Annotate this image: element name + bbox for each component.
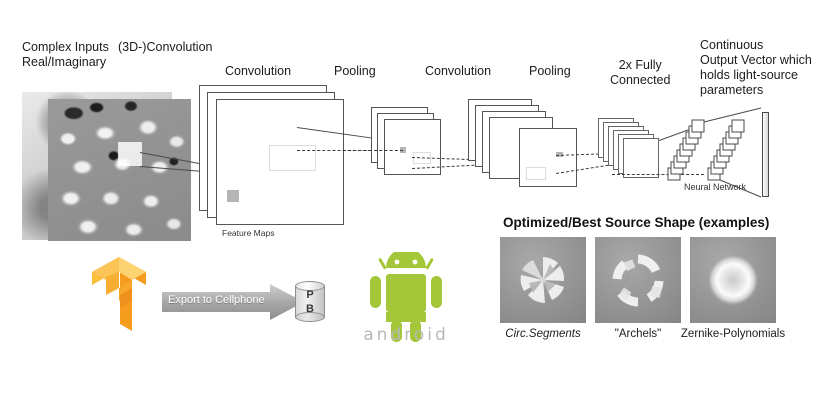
fc-column-2 (707, 119, 745, 181)
model-file-line-1: P (306, 289, 314, 301)
kernel-window (526, 167, 546, 180)
pooling-card-front (384, 119, 441, 175)
output-fan (703, 107, 762, 198)
output-vector-bar (762, 112, 769, 197)
connector-dash (297, 150, 381, 151)
kernel-window (269, 145, 316, 171)
pool-window (413, 152, 431, 164)
cylinder-bottom (295, 312, 325, 322)
label-pooling-1: Pooling (334, 64, 376, 78)
source-shape-caption-3: Zernike-Polynomials (680, 328, 786, 340)
label-fully-connected: 2x Fully Connected (610, 58, 671, 87)
micrograph-texture (48, 99, 191, 241)
fully-connected-layers (667, 107, 762, 198)
export-arrow-label: Export to Cellphone (168, 294, 265, 306)
input-image-real (48, 99, 191, 241)
source-shape-caption-1: Circ.Segments (505, 328, 581, 340)
activation-tap (556, 152, 563, 157)
source-shape-caption-2: "Archels" (614, 328, 662, 340)
label-pooling-2: Pooling (529, 64, 571, 78)
label-neural-network: Neural Network (684, 182, 747, 192)
optimized-shapes-title: Optimized/Best Source Shape (examples) (503, 215, 770, 230)
connector-dash (612, 174, 704, 175)
pooling-card-front (623, 138, 659, 178)
android-wordmark: android (363, 325, 449, 345)
tensorflow-logo (92, 257, 146, 331)
label-convolution-1: Convolution (225, 64, 292, 78)
cylinder-top (295, 281, 325, 291)
connector-dash (343, 150, 403, 151)
label-output-vector: Continuous Output Vector which holds lig… (700, 38, 812, 97)
source-shape-thumbnail-zernike (690, 237, 776, 323)
label-3d-convolution: (3D-)Convolution (118, 40, 213, 54)
label-convolution-2: Convolution (425, 64, 492, 78)
feature-map-card-front (216, 99, 344, 225)
activation-tap (227, 190, 239, 202)
activation-tap (400, 147, 406, 153)
fc-column-1 (667, 119, 705, 181)
conv-card-front (519, 128, 577, 187)
source-shape-thumbnail-circ-segments (500, 237, 586, 323)
export-arrow: Export to Cellphone (162, 284, 304, 320)
label-complex-inputs: Complex Inputs Real/Imaginary (22, 40, 109, 69)
model-file-cylinder: P B (295, 281, 325, 323)
android-logo (370, 252, 442, 342)
source-shape-thumbnail-archels (595, 237, 681, 323)
model-file-line-2: B (306, 303, 314, 315)
receptive-field-patch (118, 142, 142, 166)
label-feature-maps: Feature Maps (222, 228, 275, 238)
